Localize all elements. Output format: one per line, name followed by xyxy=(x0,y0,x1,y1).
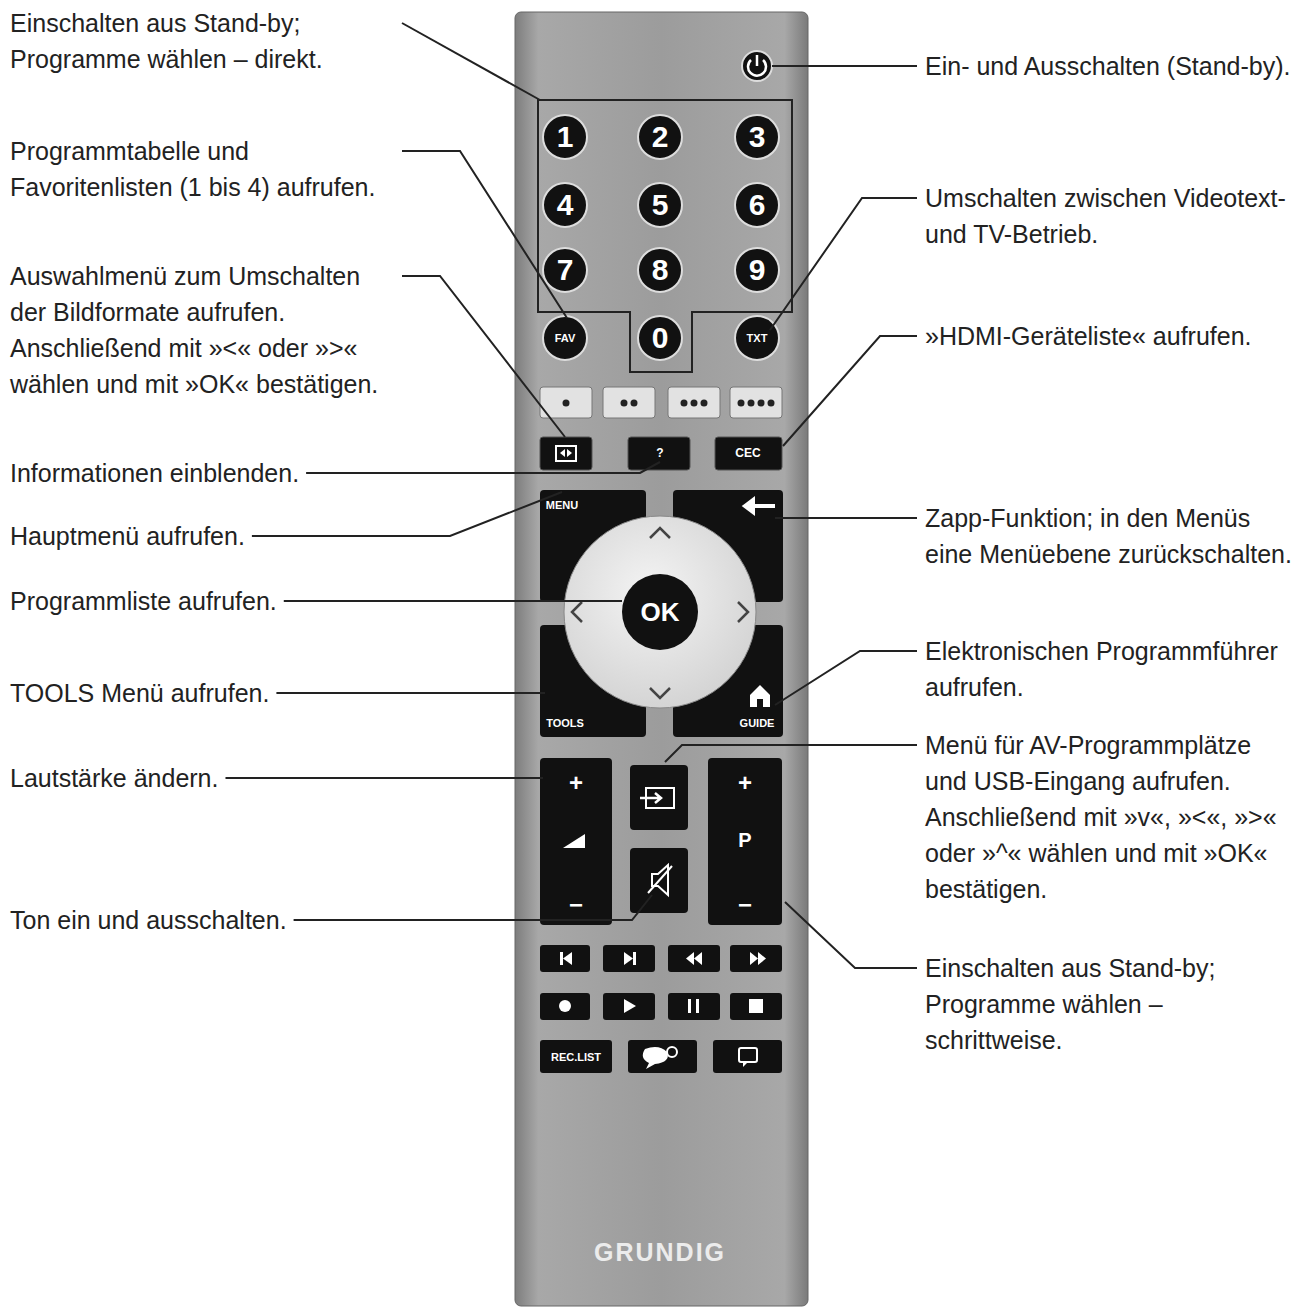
leader-line xyxy=(402,23,540,100)
leader-line xyxy=(276,692,545,694)
button-label: 7 xyxy=(557,255,574,285)
callout-text: »HDMI-Geräteliste« aufrufen. xyxy=(925,318,1252,354)
callout-text: Einschalten aus Stand-by; Programme wähl… xyxy=(10,5,395,77)
button-label: 4 xyxy=(557,190,574,220)
button-label: MENU xyxy=(546,500,578,511)
callout-text: Menü für AV-Programmplätze und USB-Einga… xyxy=(925,727,1297,907)
leader-line xyxy=(770,198,917,330)
leader-line xyxy=(783,336,917,446)
button-label: 8 xyxy=(652,255,669,285)
leader-line xyxy=(775,517,917,519)
leader-line xyxy=(402,151,567,318)
leader-line xyxy=(665,745,917,762)
button-label: 1 xyxy=(557,122,574,152)
leader-line xyxy=(772,65,917,67)
callout-text: Einschalten aus Stand-by; Programme wähl… xyxy=(925,950,1297,1058)
brand-logo: GRUNDIG xyxy=(594,1240,726,1265)
button-label: 5 xyxy=(652,190,669,220)
button-label: 2 xyxy=(652,122,669,152)
button-label: 0 xyxy=(652,323,669,353)
leader-line xyxy=(252,492,562,536)
leader-line xyxy=(284,600,622,602)
callout-text: Programmtabelle und Favoritenlisten (1 b… xyxy=(10,133,395,205)
leader-line xyxy=(402,276,565,437)
button-label: 6 xyxy=(749,190,766,220)
button-label: ? xyxy=(656,447,663,459)
button-label: + xyxy=(738,771,752,795)
callout-text: Informationen einblenden. xyxy=(10,455,299,491)
leader-line xyxy=(775,651,917,705)
callout-text: Auswahlmenü zum Umschalten der Bildforma… xyxy=(10,258,395,402)
leader-line xyxy=(294,895,652,920)
button-label: 3 xyxy=(749,122,766,152)
leader-line xyxy=(225,777,543,779)
callout-text: Hauptmenü aufrufen. xyxy=(10,518,245,554)
button-label: TXT xyxy=(747,333,768,344)
callout-text: Ton ein und ausschalten. xyxy=(10,902,287,938)
button-label: TOOLS xyxy=(546,718,584,729)
button-label: 9 xyxy=(749,255,766,285)
callout-text: Umschalten zwischen Videotext- und TV-Be… xyxy=(925,180,1297,252)
callout-text: Lautstärke ändern. xyxy=(10,760,218,796)
leader-line xyxy=(785,902,917,968)
button-label: P xyxy=(738,830,751,850)
button-label: CEC xyxy=(735,447,760,459)
button-label: REC.LIST xyxy=(551,1052,601,1063)
button-label: FAV xyxy=(555,333,576,344)
callout-text: TOOLS Menü aufrufen. xyxy=(10,675,269,711)
callout-text: Programmliste aufrufen. xyxy=(10,583,277,619)
callout-text: Elektronischen Programmführer aufrufen. xyxy=(925,633,1297,705)
button-label: OK xyxy=(641,599,680,625)
button-label: − xyxy=(738,893,752,917)
button-label: + xyxy=(569,771,583,795)
callout-text: Zapp-Funktion; in den Menüs eine Menüebe… xyxy=(925,500,1297,572)
callout-text: Ein- und Ausschalten (Stand-by). xyxy=(925,48,1290,84)
leader-line xyxy=(306,462,660,473)
button-label: − xyxy=(569,893,583,917)
button-label: GUIDE xyxy=(740,718,775,729)
